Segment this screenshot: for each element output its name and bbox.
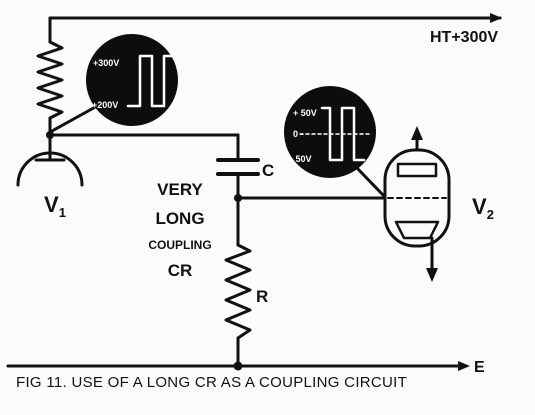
scope-right-top-label: + 50V <box>293 108 317 118</box>
v2-anode-plate <box>396 162 438 178</box>
ht-label: HT+300V <box>430 29 498 46</box>
scope-right-pointer <box>355 166 386 198</box>
scope-right-trace <box>320 106 366 162</box>
scope-left-trace <box>126 54 174 108</box>
earth-arrow <box>458 361 470 371</box>
resistor-label: R <box>256 287 268 306</box>
note-coupling: COUPLING <box>148 238 211 252</box>
figure-caption: FIG 11. USE OF A LONG CR AS A COUPLING C… <box>16 374 408 391</box>
capacitor-label: C <box>262 161 274 180</box>
earth-label: E <box>474 359 485 376</box>
scope-right-bottom-label: - 50V <box>290 154 312 164</box>
v2-anode-arrow <box>411 126 423 140</box>
v2-cathode-arrow <box>426 268 438 282</box>
note-cr: CR <box>168 261 193 280</box>
v2-cathode <box>394 220 440 240</box>
ht-arrow <box>490 13 502 23</box>
scope-right-middle-label: 0 - <box>293 129 304 139</box>
scope-left-bottom-label: +200V <box>92 100 118 110</box>
scope-left-top-label: +300V <box>93 58 119 68</box>
grid-resistor <box>224 243 252 340</box>
scope-left-bubble <box>86 34 178 126</box>
v1-label: V1 <box>44 192 66 220</box>
v2-label: V2 <box>472 194 494 222</box>
note-very: VERY <box>157 180 203 199</box>
anode-resistor <box>36 40 64 120</box>
note-long: LONG <box>155 209 204 228</box>
